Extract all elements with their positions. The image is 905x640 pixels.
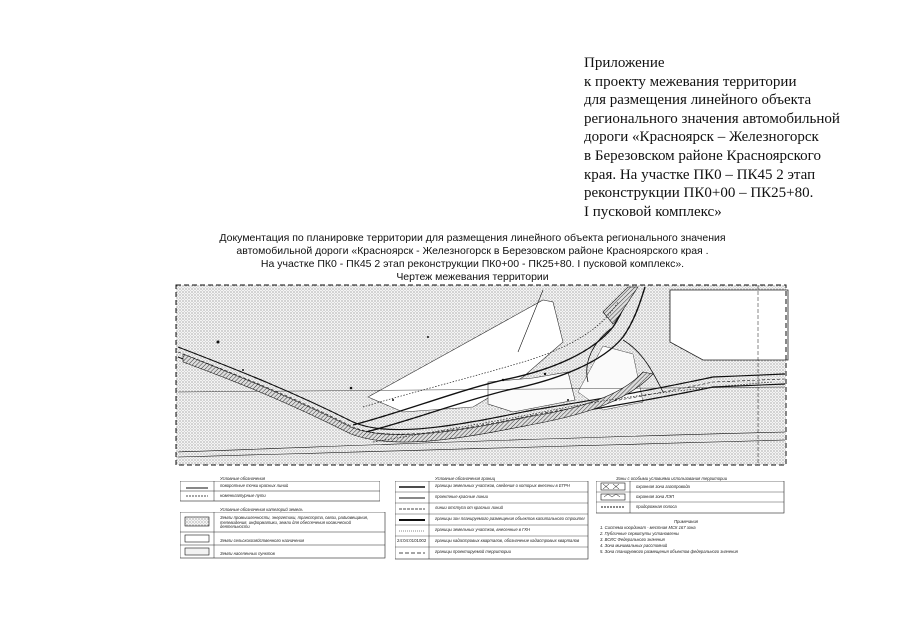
legend-zone: Земли населенных пунктов — [220, 551, 275, 556]
title-line: На участке ПК0 - ПК45 2 этап реконструкц… — [260, 258, 685, 270]
note-item: 3. ВОЛС Федерального значения — [600, 537, 665, 542]
legend-zone: Земли промышленности, энергетики, трансп… — [220, 516, 369, 530]
construction-zone — [182, 353, 654, 443]
appendix-line: Приложение — [584, 55, 665, 71]
legend-col2-lines — [395, 481, 589, 560]
appendix-line: к проекту межевания территории — [584, 73, 797, 90]
legend-item: границы кадастровых кварталов, обозначен… — [435, 538, 580, 543]
appendix-line: края. На участке ПК0 – ПК45 2 этап — [584, 166, 816, 183]
legend-item: охранная зона ЛЭП — [636, 494, 675, 499]
appendix-line: I пусковой комплекс» — [584, 203, 722, 220]
note-item: 4. Зона минимальных расстояний — [600, 543, 668, 548]
legend-header: Условные обозначения — [220, 476, 266, 481]
legend-item: охранная зона газопровода — [636, 484, 690, 489]
note-item: 1. Система координат - местная МСК 167 з… — [600, 525, 696, 530]
title-line: Документация по планировке территории дл… — [219, 232, 726, 244]
legend-item: линии отступа от красных линий — [435, 505, 503, 510]
appendix-line: для размещения линейного объекта — [584, 92, 812, 109]
parcel-junction — [487, 371, 576, 413]
legend-header: Условные обозначения границ — [435, 476, 495, 481]
legend-item: придорожная полоса — [636, 504, 677, 509]
legend-item: границы земельных участков, внесенные в … — [435, 527, 530, 532]
legend-column-1: Условные обозначения поворотные точки кр… — [180, 476, 386, 560]
leader-line — [517, 289, 544, 353]
legend-subheader: Условные обозначения категорий земель — [220, 507, 303, 512]
legend-col3-zones — [596, 481, 785, 514]
parcel-east — [669, 289, 789, 361]
parcel-central — [367, 299, 564, 413]
appendix-line: в Березовском районе Красноярского — [584, 147, 821, 164]
legend-col1-lines — [180, 481, 380, 502]
construction-zone-north — [602, 286, 639, 325]
land-area — [176, 285, 789, 465]
survey-points — [216, 336, 569, 401]
survey-map — [175, 284, 789, 466]
legend-column-2: Условные обозначения границ границы земе… — [395, 476, 590, 560]
legend-item: границы проектируемой территории — [435, 549, 511, 554]
appendix-line: регионального значения автомобильной — [584, 110, 840, 127]
legend-item: номенклатурные пути — [220, 493, 266, 498]
legend-item: границы земельных участков, сведения о к… — [435, 483, 570, 488]
legend-zones — [180, 512, 386, 559]
legend-item: проектные красные линии — [435, 494, 488, 499]
appendix-line: дороги «Красноярск – Железногорск — [584, 129, 819, 146]
document-title: Документация по планировке территории дл… — [195, 232, 750, 284]
legend-zone: Земли сельскохозяйственного назначения — [220, 538, 305, 543]
legend-header: Зоны с особыми условиями использования т… — [616, 476, 728, 481]
title-line: автомобильной дороги «Красноярск - Желез… — [236, 245, 709, 257]
quarter-code: 24:04:0101002 — [397, 538, 427, 543]
territory-boundary — [175, 284, 787, 466]
red-lines — [362, 301, 774, 443]
appendix-line: реконструкции ПК0+00 – ПК25+80. — [584, 185, 814, 202]
drawing-name: Чертеж межевания территории — [396, 271, 549, 283]
note-item: 5. Зона планируемого размещения объектов… — [600, 549, 738, 554]
legend-item: поворотные точки красных линий — [220, 483, 289, 488]
note-item: 2. Публичные сервитуты установлены — [600, 531, 680, 536]
legend-column-3: Зоны с особыми условиями использования т… — [596, 476, 786, 560]
notes-header: Примечания — [674, 519, 699, 524]
legend-item: границы зон планируемого размещения объе… — [435, 516, 585, 521]
appendix-block: Приложение к проекту межевания территори… — [584, 54, 884, 221]
